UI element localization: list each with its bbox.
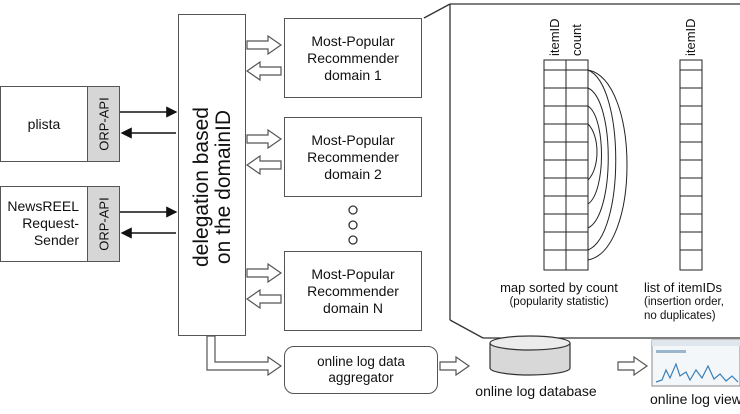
recommender-n-line3: domain N (323, 299, 383, 316)
map-table-rows (544, 69, 588, 251)
aggregator-line2: aggregator (328, 370, 394, 385)
orp-api-label: ORP-API (96, 197, 111, 251)
recommender-2-line1: Most-Popular (311, 131, 395, 148)
list-caption-title: list of itemIDs (644, 280, 723, 295)
map-col-itemid-header: itemID (547, 18, 562, 56)
map-table (543, 59, 589, 271)
map-caption: map sorted by count (popularity statisti… (484, 280, 634, 309)
ellipsis-dots (348, 205, 358, 245)
list-col-itemid-header: itemID (683, 18, 698, 56)
plista-orp-api: ORP-API (87, 87, 119, 161)
block-arrows (206, 34, 649, 377)
delegation-label-line1: delegation based (190, 107, 213, 267)
recommender-2-line2: Recommender (307, 148, 399, 165)
recommender-1-line1: Most-Popular (311, 32, 395, 49)
map-col-count-header: count (569, 24, 584, 56)
recommender-domain-2: Most-Popular Recommender domain 2 (284, 117, 422, 197)
log-viewer-thumbnail (651, 339, 740, 387)
delegation-label-line2: on the domainID (212, 109, 235, 265)
map-link-arcs (587, 69, 628, 261)
list-table (679, 59, 703, 271)
recommender-domain-n: Most-Popular Recommender domain N (284, 251, 422, 331)
recommender-n-line2: Recommender (307, 282, 399, 299)
plista-label: plista (27, 115, 61, 132)
map-caption-title: map sorted by count (500, 280, 618, 295)
plista-client-box: plista ORP-API (0, 86, 120, 162)
list-caption-sub2: no duplicates) (644, 310, 716, 322)
delegation-box: delegation based on the domainID (178, 14, 246, 336)
newsreel-label-line1: NewsREEL (7, 198, 79, 214)
map-caption-sub: (popularity statistic) (509, 296, 609, 308)
newsreel-label-line2: Request- (22, 215, 79, 231)
newsreel-orp-api: ORP-API (87, 187, 119, 261)
database-cylinder-icon (489, 335, 571, 376)
recommender-1-line2: Recommender (307, 49, 399, 66)
recommender-domain-1: Most-Popular Recommender domain 1 (284, 18, 422, 98)
log-aggregator-box: online log data aggregator (284, 346, 438, 394)
list-caption-sub1: (insertion order, (644, 296, 724, 308)
delegation-label: delegation based on the domainID (190, 27, 235, 347)
aggregator-line1: online log data (317, 354, 405, 369)
orp-api-label: ORP-API (96, 97, 111, 151)
newsreel-sender-box: NewsREEL Request- Sender ORP-API (0, 186, 120, 262)
list-table-rows (680, 69, 702, 251)
log-database-label: online log database (475, 383, 597, 399)
list-caption: list of itemIDs (insertion order, no dup… (644, 280, 740, 323)
newsreel-label-line3: Sender (33, 232, 79, 248)
recommender-n-line1: Most-Popular (311, 265, 395, 282)
recommender-2-line3: domain 2 (324, 165, 382, 182)
recommender-1-line3: domain 1 (324, 66, 382, 83)
log-viewer-label: online log viewer (650, 392, 740, 407)
